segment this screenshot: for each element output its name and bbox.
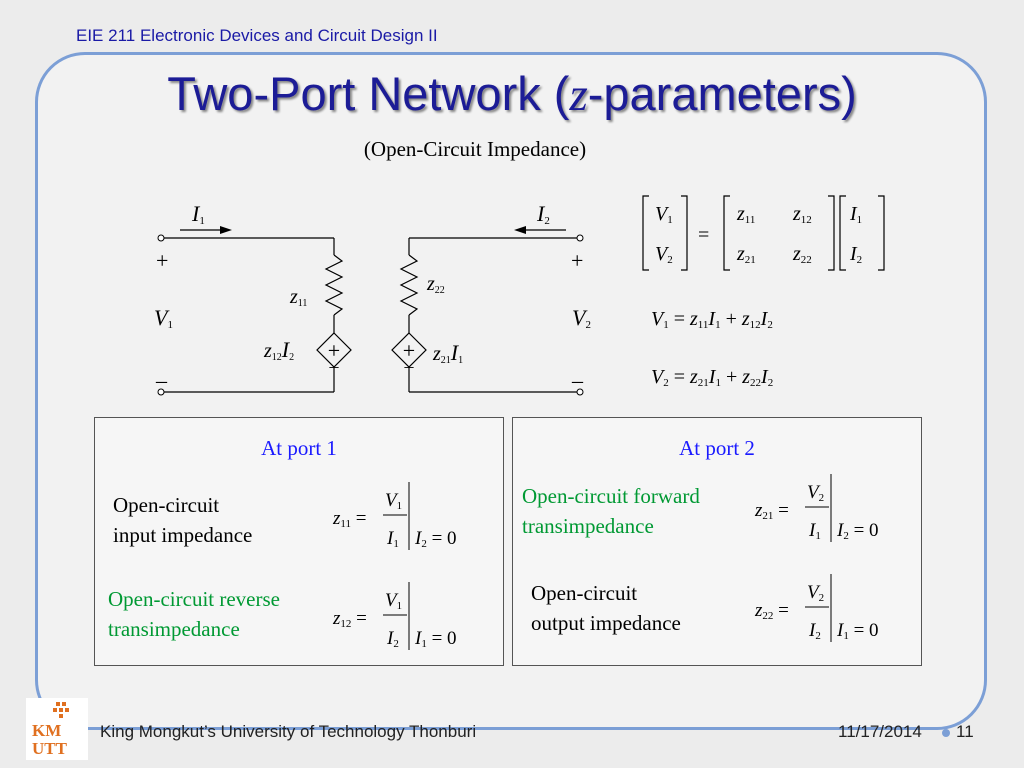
label-z12i2: z12I2 [263, 337, 294, 363]
equation-v1: V1 = z11I1 + z12I2 [651, 308, 773, 331]
terminal-left-bottom [157, 388, 165, 396]
matrix-z11: z11 [736, 203, 755, 226]
svg-text:V1: V1 [385, 490, 402, 512]
svg-text:I1: I1 [386, 528, 399, 550]
circuit-wires [164, 229, 578, 393]
port1-panel: At port 1 Open-circuit input impedance O… [94, 417, 504, 666]
label-line: transimpedance [108, 617, 240, 641]
port2-heading: At port 2 [679, 436, 755, 460]
port1-label-input-impedance: Open-circuit input impedance [113, 490, 252, 550]
footer-university: King Mongkut’s University of Technology … [100, 722, 477, 741]
source1-minus: – [329, 356, 340, 376]
slide-subtitle: (Open-Circuit Impedance) [363, 137, 587, 161]
svg-text:V1: V1 [385, 590, 402, 612]
source1-plus: + [328, 338, 340, 363]
matrix-v2: V2 [655, 243, 673, 266]
title-italic: z [569, 69, 588, 121]
port1-heading: At port 1 [261, 436, 337, 460]
slide-title: Two-Port Network (z-parameters) [0, 66, 1024, 122]
matrix-i1: I1 [849, 203, 862, 226]
formula-z22: z22 = V2 I2 I1 = 0 [754, 574, 879, 642]
terminal-right-top [576, 234, 584, 242]
footer-date: 11/17/2014 [838, 722, 922, 741]
port2-label-forward-transimpedance: Open-circuit forward transimpedance [522, 481, 700, 541]
label-plus-right: + [571, 248, 583, 273]
matrix-i2: I2 [849, 243, 862, 266]
footer-page-number: 11 [956, 722, 974, 741]
label-line: transimpedance [522, 514, 654, 538]
label-plus-left: + [156, 248, 168, 273]
matrix-equals: = [698, 224, 709, 246]
label-z11: z11 [289, 286, 307, 309]
formula-z11: z11 = V1 I1 I2 = 0 [332, 482, 457, 550]
footer-separator-dot [942, 729, 950, 737]
title-suffix: -parameters) [587, 67, 857, 120]
title-prefix: Two-Port Network ( [167, 67, 570, 120]
matrix-v1: V1 [655, 203, 673, 226]
svg-text:V2: V2 [807, 482, 824, 504]
source2-plus: + [403, 338, 415, 363]
svg-text:z21 =: z21 = [754, 500, 789, 522]
two-port-circuit: + – + – I1 I2 + V1 _ + V2 _ z11 z22 z12I… [154, 201, 591, 396]
logo-text-bottom: UTT [32, 739, 68, 758]
matrix-z21: z21 [736, 243, 756, 266]
port2-label-output-impedance: Open-circuit output impedance [531, 578, 681, 638]
equation-v2: V2 = z21I1 + z22I2 [651, 366, 773, 389]
current-arrow-i2 [514, 226, 526, 234]
label-line: Open-circuit reverse [108, 587, 280, 611]
svg-text:I2: I2 [386, 628, 399, 650]
label-line: Open-circuit [531, 581, 638, 605]
label-i2: I2 [536, 201, 550, 227]
svg-text:z22 =: z22 = [754, 600, 789, 622]
port1-label-reverse-transimpedance: Open-circuit reverse transimpedance [108, 584, 280, 644]
terminal-left-top [157, 234, 165, 242]
formula-z21: z21 = V2 I1 I2 = 0 [754, 474, 879, 542]
matrix-z22: z22 [792, 243, 812, 266]
label-v2: V2 [572, 305, 591, 331]
svg-text:I2: I2 [808, 620, 821, 642]
label-i1: I1 [191, 201, 205, 227]
label-line: Open-circuit forward [522, 484, 700, 508]
matrix-z12: z12 [792, 203, 812, 226]
svg-text:I2 = 0: I2 = 0 [414, 528, 457, 550]
svg-text:I1 = 0: I1 = 0 [836, 620, 879, 642]
svg-text:I2 = 0: I2 = 0 [836, 520, 879, 542]
course-title: EIE 211 Electronic Devices and Circuit D… [76, 26, 438, 45]
svg-text:I1 = 0: I1 = 0 [414, 628, 457, 650]
label-minus-left: _ [155, 360, 168, 385]
label-v1: V1 [154, 305, 173, 331]
label-z21i1: z21I1 [432, 340, 463, 366]
svg-text:V2: V2 [807, 582, 824, 604]
label-line: output impedance [531, 611, 681, 635]
formula-z12: z12 = V1 I2 I1 = 0 [332, 582, 457, 650]
z-parameter-equations: V1 V2 = z11 z12 z21 z22 I1 I2 V1 = z11I1… [642, 195, 885, 389]
label-line: Open-circuit [113, 493, 220, 517]
port2-panel: At port 2 Open-circuit forward transimpe… [512, 417, 922, 666]
label-z22: z22 [426, 273, 445, 296]
svg-text:I1: I1 [808, 520, 821, 542]
terminal-right-bottom [576, 388, 584, 396]
source2-minus: – [404, 356, 415, 376]
current-arrow-i1 [220, 226, 232, 234]
university-logo-icon: KM UTT [26, 698, 88, 760]
svg-text:z11 =: z11 = [332, 508, 366, 530]
label-line: input impedance [113, 523, 253, 547]
svg-text:z12 =: z12 = [332, 608, 367, 630]
label-minus-right: _ [571, 360, 584, 385]
logo-text-top: KM [32, 721, 61, 740]
